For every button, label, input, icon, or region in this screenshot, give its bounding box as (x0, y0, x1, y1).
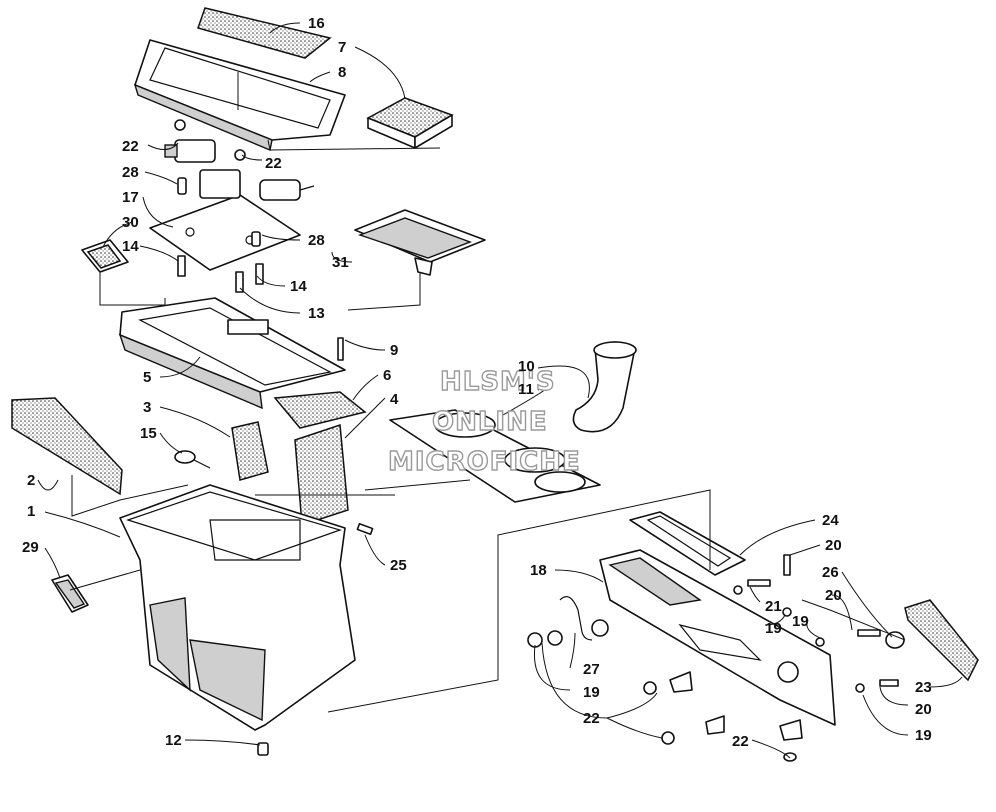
callout-17: 17 (122, 189, 139, 206)
callout-13: 13 (308, 305, 325, 322)
part-30-small-filter (81, 239, 129, 273)
part-28-spacers (177, 177, 261, 247)
part-4-gasket (294, 423, 349, 527)
part-23-filter (904, 599, 979, 682)
callout-22a: 22 (122, 138, 139, 155)
watermark-line-2: ONLINE (432, 407, 548, 437)
part-8-top-cover (133, 39, 346, 151)
callout-4: 4 (390, 391, 399, 408)
part-6-filter (273, 391, 367, 429)
part-12-drain-plug (257, 742, 269, 756)
callout-8: 8 (338, 64, 346, 81)
callout-19c: 19 (583, 684, 600, 701)
watermark-line-3: MICROFICHE (388, 447, 581, 477)
part-10-elbow-duct (572, 341, 637, 433)
callout-14a: 14 (122, 238, 139, 255)
part-16-filter-strip (197, 7, 332, 59)
callout-1: 1 (27, 503, 35, 520)
callout-22b: 22 (265, 155, 282, 172)
part-15-grommet (174, 450, 211, 469)
callout-16: 16 (308, 15, 325, 32)
part-17-mounting-plate (149, 194, 301, 271)
callout-30: 30 (122, 214, 139, 231)
callout-leaders (37, 22, 963, 759)
part-3-gasket (231, 421, 269, 481)
callout-14b: 14 (290, 278, 307, 295)
callout-6: 6 (383, 367, 391, 384)
part-24-gasket (629, 511, 746, 576)
callout-23: 23 (915, 679, 932, 696)
part-22-nuts-top (174, 119, 246, 161)
callout-28a: 28 (122, 164, 139, 181)
callout-11: 11 (518, 381, 534, 398)
callout-19d: 19 (915, 727, 932, 744)
part-14-bolts (177, 255, 264, 293)
part-5-main-housing (118, 297, 346, 410)
watermark-line-1: HLSM'S (440, 367, 556, 397)
callout-31: 31 (332, 254, 349, 271)
part-7-filter-pad (366, 97, 454, 149)
assembly-guide-lines (69, 72, 906, 713)
callout-9: 9 (390, 342, 398, 359)
callout-12: 12 (165, 732, 182, 749)
callout-15: 15 (140, 425, 157, 442)
callout-20c: 20 (915, 701, 932, 718)
callout-labels: 16 7 8 22 22 28 17 30 28 14 31 14 13 9 1… (22, 15, 932, 750)
callout-26: 26 (822, 564, 839, 581)
callout-19a: 19 (765, 620, 782, 637)
callout-7: 7 (338, 39, 346, 56)
part-26-plug (885, 631, 905, 649)
callout-21: 21 (765, 598, 782, 615)
part-25-screw (356, 522, 374, 536)
part-11-plate (389, 409, 601, 503)
callout-28b: 28 (308, 232, 325, 249)
callout-5: 5 (143, 369, 151, 386)
callout-25: 25 (390, 557, 407, 574)
part-22-nuts-lower (527, 619, 803, 762)
part-2-side-filter (11, 397, 123, 496)
part-27-wire (559, 596, 593, 641)
callout-20b: 20 (825, 587, 842, 604)
callout-22c: 22 (583, 710, 600, 727)
callout-18: 18 (530, 562, 547, 579)
callout-20a: 20 (825, 537, 842, 554)
part-9-screw (337, 337, 344, 361)
callout-2: 2 (27, 472, 35, 489)
part-18-intake-tube (599, 549, 836, 726)
callout-19b: 19 (792, 613, 809, 630)
callout-22d: 22 (732, 733, 749, 750)
watermark: HLSM'S ONLINE MICROFICHE (387, 366, 581, 477)
callout-10: 10 (518, 358, 535, 375)
callout-24: 24 (822, 512, 839, 529)
part-1-airbox (119, 484, 356, 731)
callout-3: 3 (143, 399, 151, 416)
part-sensor-upper (164, 139, 315, 201)
part-31-tray (354, 209, 486, 276)
part-29-bracket (51, 574, 89, 613)
callout-27: 27 (583, 661, 600, 678)
callout-29: 29 (22, 539, 39, 556)
